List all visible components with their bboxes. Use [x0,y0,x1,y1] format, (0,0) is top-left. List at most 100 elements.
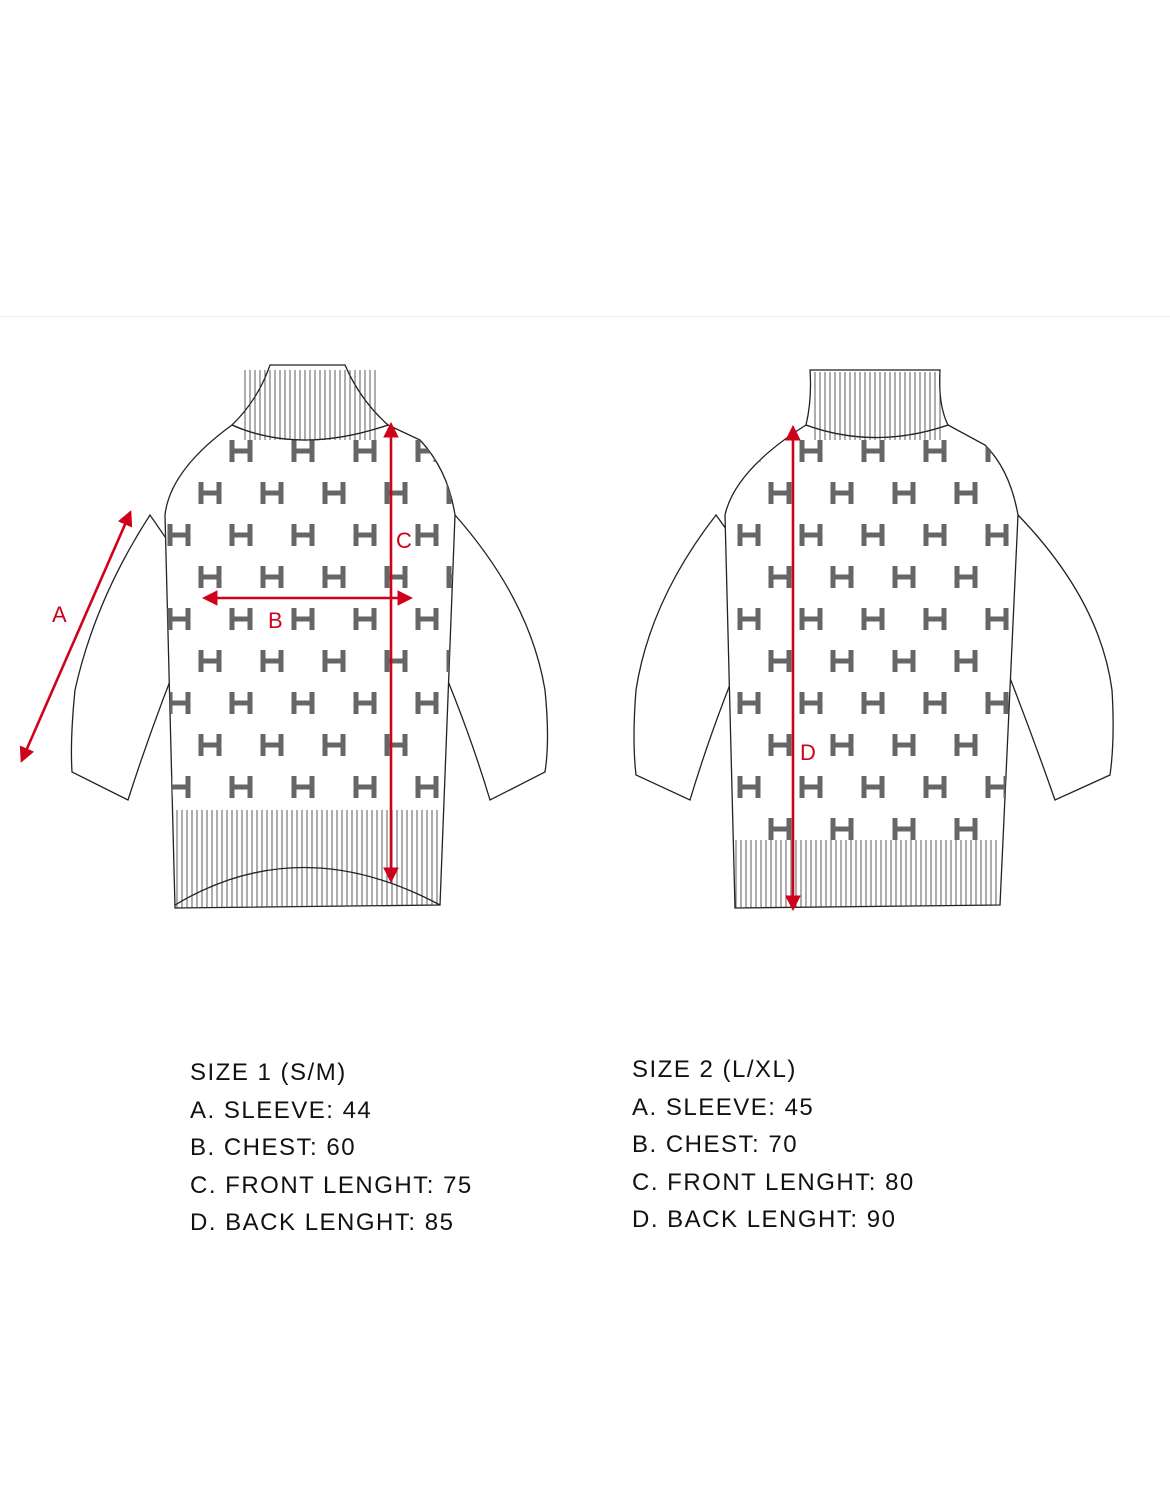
h-pattern-icon [198,566,222,588]
section-divider [0,316,1170,317]
h-pattern-icon [260,482,284,504]
h-pattern-icon [167,692,191,714]
h-pattern-icon [415,776,439,798]
h-pattern-icon [353,524,377,546]
h-pattern-icon [198,650,222,672]
label-d: D [800,740,816,765]
h-pattern-icon [291,524,315,546]
h-pattern-icon [353,440,377,462]
size-1-sleeve: A. SLEEVE: 44 [190,1096,373,1124]
size-1-measurements: SIZE 1 (S/M) A. SLEEVE: 44 B. CHEST: 60 … [190,1054,473,1242]
h-pattern-icon [861,440,885,462]
h-pattern-icon [167,440,191,462]
size-2-chest: B. CHEST: 70 [632,1131,799,1158]
h-pattern-icon [229,776,253,798]
h-pattern-icon [799,440,823,462]
h-pattern-icon [954,482,978,504]
h-pattern-icon [830,482,854,504]
size-2-front-length: C. FRONT LENGHT: 80 [632,1168,915,1196]
h-pattern-icon [322,650,346,672]
h-pattern-icon [446,734,455,756]
h-pattern-icon [322,482,346,504]
h-pattern-icon [229,440,253,462]
h-pattern-icon [892,650,916,672]
h-pattern-icon [167,608,191,630]
h-pattern-icon [737,692,761,714]
h-pattern-icon [830,566,854,588]
h-pattern-icon [954,566,978,588]
h-pattern-icon [892,482,916,504]
h-pattern-icon [830,734,854,756]
h-pattern-icon [229,524,253,546]
h-pattern-icon [985,608,1009,630]
size-2-title: SIZE 2 (L/XL) [632,1056,797,1083]
h-pattern-icon [415,608,439,630]
h-pattern-icon [830,818,854,840]
h-pattern-icon [229,692,253,714]
h-pattern-icon [954,650,978,672]
h-pattern-icon [167,524,191,546]
h-pattern-icon [861,608,885,630]
size-2-sleeve: A. SLEEVE: 45 [632,1093,815,1121]
label-b: B [268,608,283,633]
h-pattern-icon [229,608,253,630]
h-pattern-icon [892,818,916,840]
h-pattern-icon [830,650,854,672]
h-pattern-icon [799,524,823,546]
h-pattern-icon [861,692,885,714]
size-1-title: SIZE 1 (S/M) [190,1059,347,1086]
h-pattern-icon [923,524,947,546]
size-2-measurements: SIZE 2 (L/XL) A. SLEEVE: 45 B. CHEST: 70… [632,1051,915,1239]
h-pattern-icon [353,776,377,798]
h-pattern-icon [198,482,222,504]
back-collar [805,369,949,439]
h-pattern-icon [415,524,439,546]
h-pattern-icon [861,524,885,546]
arrow-a-sleeve [19,510,133,763]
h-pattern-icon [353,692,377,714]
h-pattern-icon [737,608,761,630]
h-pattern-icon [737,776,761,798]
h-pattern-icon [291,692,315,714]
h-pattern-icon [799,692,823,714]
h-pattern-icon [260,566,284,588]
h-pattern-icon [923,608,947,630]
h-pattern-icon [291,776,315,798]
h-pattern-icon [985,524,1009,546]
h-pattern-icon [799,776,823,798]
h-pattern-icon [954,818,978,840]
front-hem-curve [174,866,441,906]
h-pattern-icon [737,440,761,462]
h-pattern-icon [892,734,916,756]
h-pattern-icon [737,524,761,546]
h-pattern-icon [198,734,222,756]
front-body [164,424,456,909]
front-sweater-drawing [70,364,549,909]
size-2-back-length: D. BACK LENGHT: 90 [632,1206,897,1233]
h-pattern-icon [923,776,947,798]
h-pattern-icon [291,608,315,630]
h-pattern-icon [291,440,315,462]
h-pattern-icon [446,566,455,588]
h-pattern-icon [322,734,346,756]
h-pattern-icon [923,440,947,462]
size-1-back-length: D. BACK LENGHT: 85 [190,1209,455,1236]
h-pattern-icon [415,692,439,714]
h-pattern-icon [799,608,823,630]
h-pattern-icon [892,566,916,588]
h-pattern-icon [923,692,947,714]
back-sweater-drawing [633,369,1114,909]
label-a: A [52,602,67,627]
size-1-chest: B. CHEST: 60 [190,1134,357,1161]
size-diagram: A B C D [19,364,1114,912]
h-pattern-icon [322,566,346,588]
h-pattern-icon [260,734,284,756]
label-c: C [396,528,412,553]
h-pattern-icon [954,734,978,756]
h-pattern-icon [861,776,885,798]
measurement-arrows [19,421,801,912]
h-pattern-icon [260,650,284,672]
h-pattern-icon [353,608,377,630]
size-1-front-length: C. FRONT LENGHT: 75 [190,1171,473,1199]
h-pattern-icon [985,692,1009,714]
